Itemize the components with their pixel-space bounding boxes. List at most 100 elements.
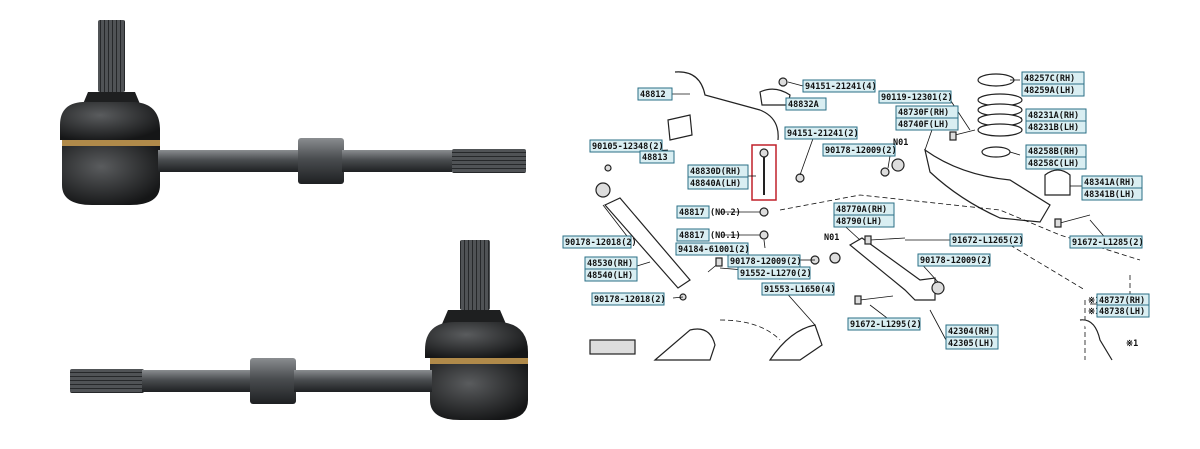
label-48840a: 48840A(LH)	[687, 176, 749, 190]
svg-text:48258B(RH): 48258B(RH)	[1028, 147, 1079, 157]
shock-absorber	[604, 197, 691, 289]
svg-text:90178-12009(2): 90178-12009(2)	[825, 146, 897, 156]
annotation-n01-a: N01	[893, 138, 908, 148]
stabilizer-bushing	[667, 114, 693, 141]
label-91672-l1265: 91672-L1265(2)	[949, 233, 1024, 247]
label-48737: 48737(RH)	[1096, 293, 1150, 307]
lower-link-stud-nut	[442, 310, 506, 324]
upper-link-shaft-right	[342, 150, 452, 172]
svg-text:42304(RH): 42304(RH)	[948, 327, 994, 337]
label-94151-21241-2: 94151-21241(2)	[784, 126, 859, 140]
label-48740f: 48740F(LH)	[895, 117, 959, 131]
svg-text:94184-61001(2): 94184-61001(2)	[678, 245, 750, 255]
svg-text:94151-21241(2): 94151-21241(2)	[787, 129, 859, 139]
label-48530: 48530(RH)	[584, 256, 638, 270]
annotation-no1: (NO.1)	[710, 231, 741, 241]
svg-text:48812: 48812	[640, 90, 666, 100]
rear-bracket	[1079, 319, 1113, 361]
svg-text:91672-L1265(2): 91672-L1265(2)	[952, 236, 1024, 246]
svg-text:48790(LH): 48790(LH)	[836, 217, 882, 227]
svg-text:48730F(RH): 48730F(RH)	[898, 108, 949, 118]
lower-link-end-thread	[70, 369, 144, 393]
diagram-link-ball	[759, 148, 769, 158]
svg-text:91672-L1295(2): 91672-L1295(2)	[850, 320, 922, 330]
label-48259a: 48259A(LH)	[1021, 83, 1085, 97]
label-91552-l1270: 91552-L1270(2)	[737, 266, 812, 280]
svg-text:94151-21241(4): 94151-21241(4)	[805, 82, 877, 92]
stabilizer-link-highlight	[751, 144, 777, 201]
label-48258c: 48258C(LH)	[1025, 156, 1087, 170]
label-48341a: 48341A(RH)	[1081, 175, 1143, 189]
label-42305: 42305(LH)	[945, 336, 999, 350]
coil-spring	[977, 73, 1023, 158]
svg-text:90178-12018(2): 90178-12018(2)	[565, 238, 637, 248]
svg-text:48770A(RH): 48770A(RH)	[836, 205, 887, 215]
svg-text:48840A(LH): 48840A(LH)	[690, 179, 741, 189]
label-48258b: 48258B(RH)	[1025, 144, 1087, 158]
label-48770a: 48770A(RH)	[833, 202, 895, 216]
upper-link-stud-nut	[83, 92, 140, 104]
lower-link-shaft-left	[142, 370, 250, 392]
bump-stopper	[1044, 169, 1071, 196]
svg-text:48813: 48813	[642, 153, 668, 163]
parts-diagram: 48812 94151-21241(4) 48832A 90119-12301(…	[562, 71, 1150, 361]
leader-lines	[602, 79, 1109, 341]
stabilizer-link-photo-lower	[70, 240, 528, 420]
lower-link-stud-thread	[460, 240, 490, 310]
lower-link-hex-spacer	[250, 358, 296, 404]
upper-link-hex-spacer	[298, 138, 344, 184]
control-arm	[848, 237, 936, 301]
svg-text:90178-12018(2): 90178-12018(2)	[594, 295, 666, 305]
label-90119-12301: 90119-12301(2)	[878, 90, 953, 104]
label-90178-12009-c: 90178-12009(2)	[917, 253, 992, 267]
label-48812: 48812	[637, 87, 673, 101]
label-48832a: 48832A	[785, 97, 827, 111]
svg-text:48817: 48817	[679, 208, 705, 218]
lower-link-shaft	[294, 370, 432, 392]
svg-text:91672-L1285(2): 91672-L1285(2)	[1072, 238, 1144, 248]
annotation-star-1: ※1	[1088, 296, 1100, 306]
label-48813: 48813	[639, 150, 675, 164]
label-94151-21241-4: 94151-21241(4)	[802, 79, 877, 93]
svg-text:48257C(RH): 48257C(RH)	[1024, 74, 1075, 84]
label-48341b: 48341B(LH)	[1081, 187, 1143, 201]
label-94184-61001: 94184-61001(2)	[675, 242, 750, 256]
annotation-star-3: ※1	[1126, 339, 1138, 349]
label-48257c: 48257C(RH)	[1021, 71, 1085, 85]
label-48730f: 48730F(RH)	[895, 105, 959, 119]
label-91553-l1650: 91553-L1650(4)	[761, 282, 836, 296]
upper-link-housing	[62, 146, 160, 205]
svg-text:48258C(LH): 48258C(LH)	[1028, 159, 1079, 169]
annotation-no2: (NO.2)	[710, 208, 741, 218]
shock-upper-bushing	[595, 182, 611, 198]
svg-text:48740F(LH): 48740F(LH)	[898, 120, 949, 130]
label-48817-no1: 48817	[676, 228, 710, 242]
stabilizer-bar	[674, 71, 779, 141]
upper-link-shaft	[158, 150, 300, 172]
upper-link-boot	[60, 101, 160, 140]
svg-text:91553-L1650(4): 91553-L1650(4)	[764, 285, 836, 295]
label-90178-12018-b: 90178-12018(2)	[591, 292, 666, 306]
label-91672-l1295: 91672-L1295(2)	[847, 317, 922, 331]
label-90178-12009-a: 90178-12009(2)	[822, 143, 897, 157]
label-90178-12009-b: 90178-12009(2)	[727, 254, 802, 268]
bolts	[604, 77, 1091, 305]
svg-text:48530(RH): 48530(RH)	[587, 259, 633, 269]
label-42304: 42304(RH)	[945, 324, 999, 338]
svg-text:48341A(RH): 48341A(RH)	[1084, 178, 1135, 188]
svg-text:48231A(RH): 48231A(RH)	[1028, 111, 1079, 121]
svg-text:48832A: 48832A	[788, 100, 819, 110]
annotation-star-2: ※1	[1088, 307, 1100, 317]
svg-text:90178-12009(2): 90178-12009(2)	[920, 256, 992, 266]
label-48790: 48790(LH)	[833, 214, 895, 228]
lower-link-boot	[425, 322, 528, 358]
label-90105-12348: 90105-12348(2)	[589, 139, 664, 153]
svg-text:48231B(LH): 48231B(LH)	[1028, 123, 1079, 133]
label-48231a: 48231A(RH)	[1025, 108, 1087, 122]
svg-text:90178-12009(2): 90178-12009(2)	[730, 257, 802, 267]
lower-link-housing	[430, 364, 528, 420]
upper-link-washer	[62, 140, 160, 146]
lower-arm	[924, 148, 1051, 223]
label-91672-l1285: 91672-L1285(2)	[1069, 235, 1144, 249]
